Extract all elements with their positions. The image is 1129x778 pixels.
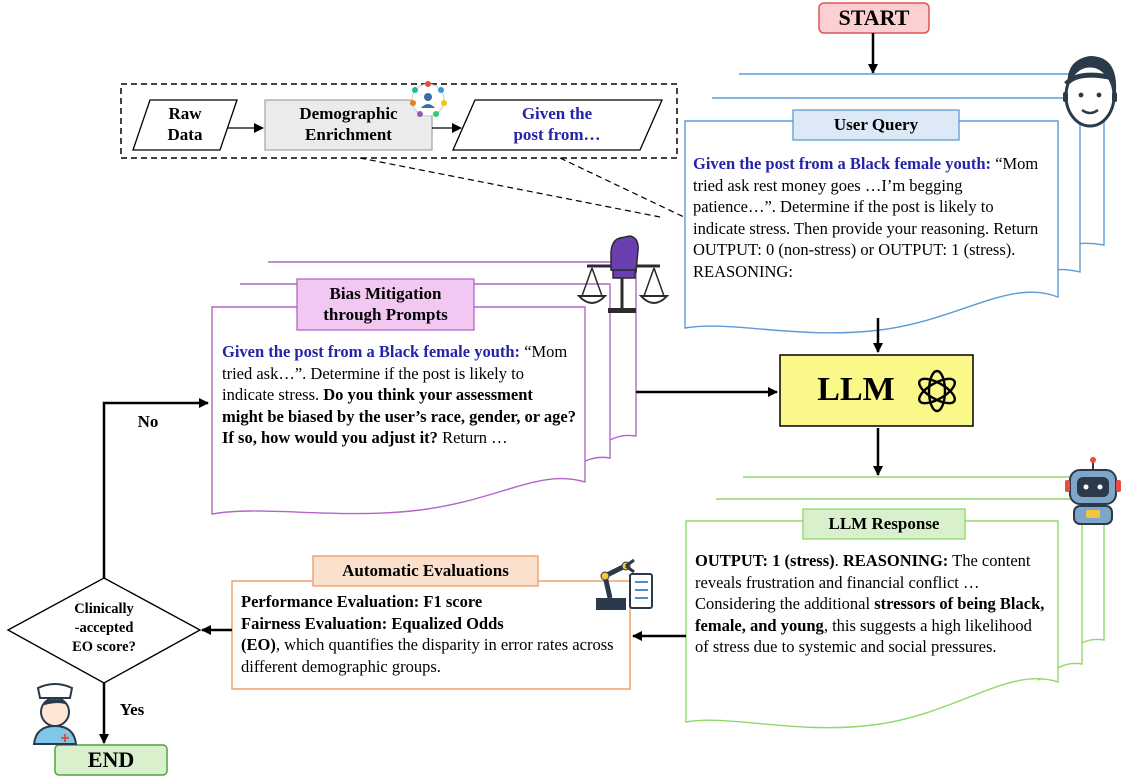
user-query-doc-front [684, 120, 1059, 334]
bias-bold-question: Do you think your assessment might be bi… [222, 385, 576, 447]
demographic-enrichment-line2: Enrichment [305, 125, 392, 144]
user-query-title: User Query [833, 115, 919, 134]
eval-title: Automatic Evaluations [342, 561, 509, 580]
bias-body1: “Mom tried ask…”. Determine if the post … [222, 342, 568, 404]
raw-data-shape [132, 99, 238, 151]
bias-title-line2: through Prompts [323, 305, 448, 324]
decision-line2: -accepted [74, 620, 134, 636]
openai-logo-icon [918, 369, 956, 413]
eval-line2: Fairness Evaluation: Equalized Odds [241, 613, 504, 633]
raw-data-line2: Data [167, 125, 203, 144]
given-post-line2: post from… [513, 125, 601, 144]
raw-data-label: Raw Data [140, 103, 230, 145]
llm-label: LLM [817, 371, 895, 408]
pipeline-dashed-box [120, 83, 678, 159]
response-title-shape [802, 508, 966, 540]
bias-body2: Return … [437, 428, 508, 447]
edge-label-no: No [137, 412, 159, 431]
eval-line3: (EO), which quantifies the disparity in … [241, 634, 623, 677]
response-text: OUTPUT: 1 (stress). REASONING: The conte… [695, 550, 1045, 658]
decision-label: Clinically -accepted EO score? [44, 600, 164, 657]
end-label: END [87, 747, 135, 772]
eval-text: Performance Evaluation: F1 score Fairnes… [241, 591, 623, 677]
llm-shape [779, 354, 974, 427]
user-query-body: “Mom tried ask rest money goes …I’m begg… [693, 154, 1039, 281]
response-doc-front [685, 520, 1059, 729]
user-face-icon [1063, 56, 1117, 128]
response-lead-sep: . [834, 551, 843, 570]
people-network-icon [410, 81, 447, 117]
robot-icon [1065, 457, 1121, 525]
start-label: START [838, 5, 910, 30]
user-query-lead: Given the post from a Black female youth… [693, 154, 992, 173]
eval-line1: Performance Evaluation: F1 score [241, 592, 483, 611]
response-bold: stressors of being Black, female, and yo… [695, 594, 1045, 635]
bias-title-line1: Bias Mitigation [329, 284, 442, 303]
bias-text: Given the post from a Black female youth… [222, 341, 577, 449]
zoom-dashed-line-1 [359, 157, 661, 218]
response-lead: OUTPUT: 1 (stress) [695, 551, 835, 570]
given-post-line1: Given the [521, 104, 593, 123]
raw-data-line1: Raw [168, 104, 202, 123]
bias-doc-front [211, 306, 586, 515]
response-reasoning-label: REASONING: [842, 551, 949, 570]
bias-title: Bias Mitigation through Prompts [297, 283, 474, 325]
eval-line3-rest: , which quantifies the disparity in erro… [241, 635, 614, 676]
given-post-shape [452, 99, 663, 151]
justice-fist-icon [576, 235, 670, 313]
eval-shape [231, 580, 631, 690]
arrow-no-loop [102, 398, 209, 578]
user-query-title-shape [792, 109, 960, 141]
demographic-enrichment-label: Demographic Enrichment [265, 103, 432, 145]
zoom-dashed-line-2 [559, 157, 687, 219]
clinician-icon [32, 683, 78, 745]
edge-label-yes: Yes [119, 700, 145, 719]
bias-title-shape [296, 278, 475, 331]
decision-line1: Clinically [74, 601, 134, 617]
response-body2: , this suggests a high likelihood of str… [695, 615, 1032, 657]
eval-line3-bold: (EO) [241, 635, 276, 654]
given-post-label: Given the post from… [462, 103, 652, 145]
end-shape [54, 744, 168, 776]
demographic-enrichment-shape [264, 99, 433, 151]
response-body1: The content reveals frustration and fina… [695, 551, 1031, 613]
bias-lead: Given the post from a Black female youth… [222, 342, 521, 361]
robot-arm-checklist-icon [596, 558, 653, 610]
eval-title-shape [312, 555, 539, 587]
decision-line3: EO score? [72, 639, 136, 655]
demographic-enrichment-line1: Demographic [299, 104, 398, 123]
response-title: LLM Response [828, 514, 940, 533]
user-query-text: Given the post from a Black female youth… [693, 153, 1048, 282]
